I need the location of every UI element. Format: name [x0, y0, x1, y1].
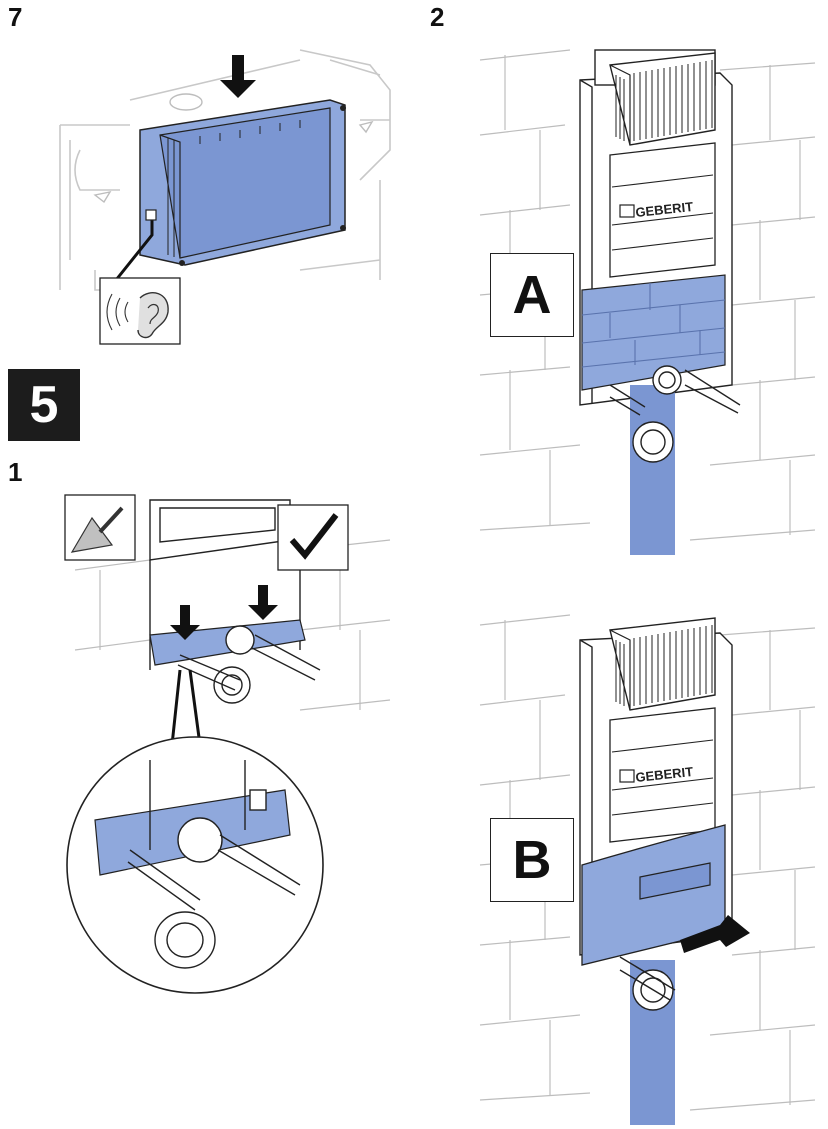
geberit-logo: GEBERIT: [619, 764, 694, 785]
brick-wall: [479, 49, 816, 541]
section-badge: 5: [8, 369, 80, 441]
variant-label-a: A: [490, 253, 574, 337]
step-number-7: 7: [8, 2, 23, 32]
trowel-icon: [64, 494, 136, 561]
arrow-icon: [220, 55, 256, 98]
step-number-2: 2: [430, 2, 445, 32]
arrow-icon: [170, 605, 200, 640]
cistern-box: [609, 52, 716, 146]
arrow-icon: [248, 585, 278, 620]
detail-magnifier: [66, 736, 324, 994]
svg-text:GEBERIT: GEBERIT: [635, 764, 694, 785]
geberit-logo: GEBERIT: [619, 199, 694, 220]
ear-icon: [99, 277, 181, 345]
step-number-1: 1: [8, 457, 23, 487]
checkmark-icon: [277, 504, 349, 571]
blue-cover-panel: [581, 824, 726, 966]
blue-filler-panel: [581, 274, 726, 391]
variant-a-illustration: GEBERIT: [479, 49, 816, 555]
step7-illustration: [59, 49, 391, 345]
step1-illustration: [64, 494, 391, 994]
variant-b-illustration: GEBERIT: [479, 614, 816, 1125]
blue-protective-box: [139, 99, 346, 266]
variant-label-b: B: [490, 818, 574, 902]
cistern-box: [609, 617, 716, 711]
arrow-icon: [680, 915, 750, 953]
svg-text:GEBERIT: GEBERIT: [635, 199, 694, 220]
